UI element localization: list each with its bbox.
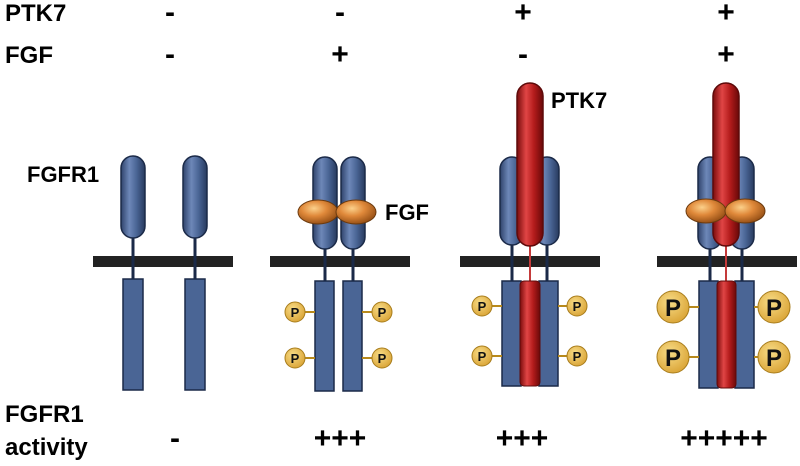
- ptk7-intracellular-domain: [519, 280, 541, 387]
- fgfr1-kinase-domain: [122, 278, 144, 391]
- phospho-site: P: [471, 345, 493, 367]
- fgfr1-kinase-domain: [342, 280, 363, 392]
- svg-text:P: P: [291, 305, 300, 320]
- fgf-row-label: FGF: [5, 42, 53, 69]
- fgfr1-extracellular-domain: [120, 155, 146, 239]
- phospho-site: P: [371, 347, 393, 369]
- activity-value-2: +++: [314, 422, 367, 455]
- fgf-label: FGF: [385, 200, 429, 225]
- svg-text:P: P: [665, 345, 681, 372]
- panel-2-fgfr1-fgf-dimer: P P P P: [284, 156, 393, 392]
- ptk7-label: PTK7: [551, 88, 607, 113]
- svg-text:P: P: [291, 351, 300, 366]
- fgf-sign-3: -: [518, 38, 528, 71]
- ptk7-extracellular-domain: [516, 82, 544, 247]
- svg-text:P: P: [573, 349, 582, 364]
- panel-1-fgfr1-monomers: [120, 155, 208, 391]
- fgf-ligand: [335, 199, 377, 225]
- svg-text:P: P: [478, 349, 487, 364]
- activity-value-3: +++: [496, 422, 549, 455]
- fgf-sign-2: +: [331, 38, 349, 71]
- ptk7-row-label: PTK7: [5, 0, 66, 27]
- fgf-ligand: [724, 198, 766, 224]
- fgf-sign-4: +: [717, 38, 735, 71]
- membrane-2: [270, 256, 410, 267]
- phospho-site: P: [566, 295, 588, 317]
- svg-text:P: P: [665, 295, 681, 322]
- fgfr1-kinase-domain: [538, 280, 559, 387]
- svg-text:P: P: [378, 305, 387, 320]
- phospho-site-large: P: [656, 340, 690, 374]
- phospho-site-large: P: [757, 290, 791, 324]
- svg-text:P: P: [766, 295, 782, 322]
- fgfr1-kinase-domain: [501, 280, 522, 387]
- ptk7-sign-4: +: [717, 0, 735, 29]
- fgf-sign-1: -: [165, 38, 175, 71]
- phospho-site: P: [566, 345, 588, 367]
- phospho-site: P: [471, 295, 493, 317]
- fgfr1-label: FGFR1: [27, 162, 99, 187]
- fgfr1-kinase-domain: [734, 280, 755, 389]
- activity-row-label-line2: activity: [5, 434, 88, 461]
- ptk7-intracellular-domain: [716, 280, 737, 389]
- fgfr1-kinase-domain: [698, 280, 719, 389]
- fgfr1-extracellular-domain: [182, 155, 208, 239]
- svg-text:P: P: [573, 299, 582, 314]
- membrane-1: [93, 256, 233, 267]
- activity-value-1: -: [170, 422, 180, 455]
- panel-3-fgfr1-ptk7-complex: P P P P: [471, 82, 588, 387]
- fgf-ligand: [297, 199, 339, 225]
- phospho-site: P: [284, 301, 306, 323]
- phospho-site-large: P: [757, 340, 791, 374]
- fgf-ligand: [685, 198, 727, 224]
- ptk7-sign-3: +: [514, 0, 532, 29]
- activity-value-4: +++++: [680, 422, 768, 455]
- phospho-site-large: P: [656, 290, 690, 324]
- svg-text:P: P: [378, 351, 387, 366]
- phospho-site: P: [371, 301, 393, 323]
- phospho-site: P: [284, 347, 306, 369]
- activity-row-label-line1: FGFR1: [5, 401, 84, 428]
- ptk7-sign-1: -: [165, 0, 175, 29]
- svg-text:P: P: [478, 299, 487, 314]
- svg-text:P: P: [766, 345, 782, 372]
- fgfr1-kinase-domain: [184, 278, 206, 391]
- panel-4-fgfr1-ptk7-fgf-complex: P P P P: [656, 82, 791, 389]
- fgfr1-kinase-domain: [314, 280, 335, 392]
- ptk7-sign-2: -: [335, 0, 345, 29]
